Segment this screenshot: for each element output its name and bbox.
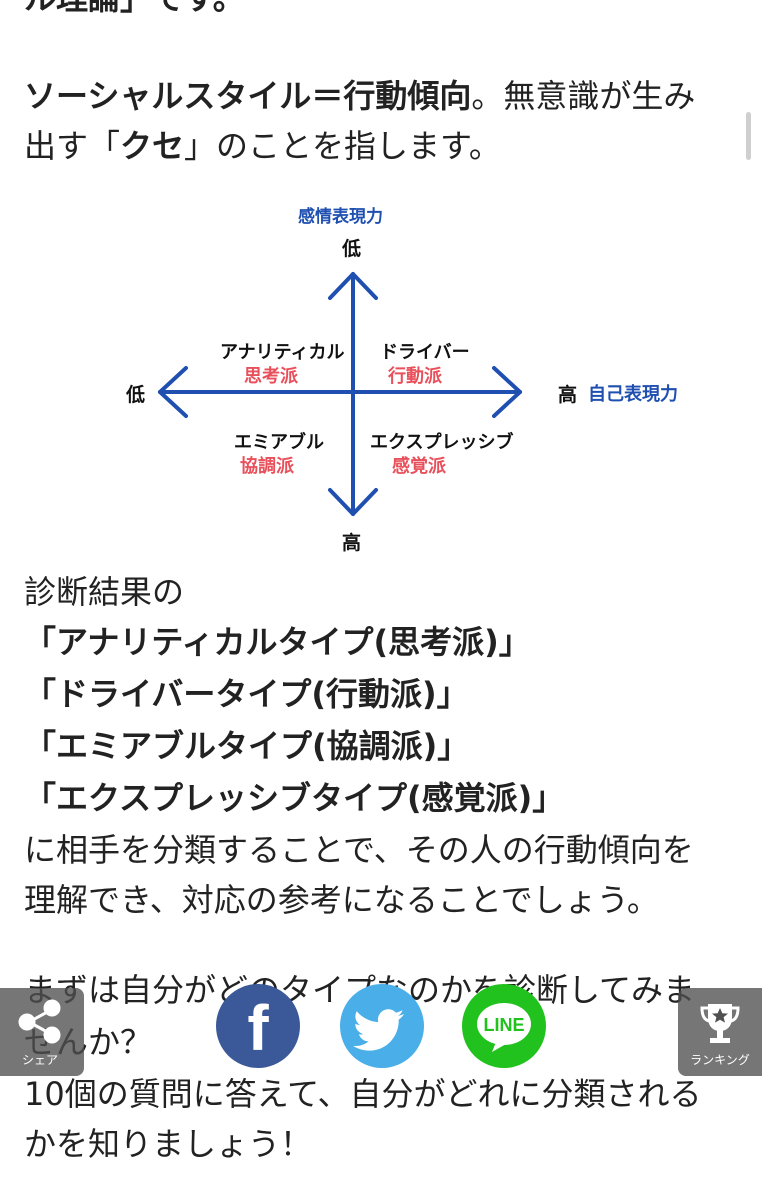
facebook-icon: f: [247, 992, 269, 1064]
explain-line-2: 理解でき、対応の参考になることでしょう。: [24, 881, 659, 919]
quadrant-top-right-sub: 行動派: [388, 366, 442, 387]
quadrant-bottom-left-name: エミアブル: [234, 432, 324, 453]
share-button[interactable]: シェア: [0, 988, 84, 1076]
share-bar: シェア f LINE ランキン: [0, 984, 762, 1076]
facebook-glyph: f: [247, 992, 269, 1064]
type-amiable: 「エミアブルタイプ(協調派)」: [24, 727, 470, 765]
quadrant-bottom-left-sub: 協調派: [240, 456, 294, 477]
scrollbar-thumb[interactable]: [746, 112, 751, 160]
intro-text: 」のことを指します。: [184, 127, 501, 165]
type-driver: 「ドライバータイプ(行動派)」: [24, 675, 469, 713]
invite-line-4: かを知りましょう！: [24, 1125, 313, 1163]
vertical-down-arrowhead: [328, 488, 378, 516]
quadrant-axes: [158, 272, 522, 516]
twitter-button[interactable]: [340, 984, 424, 1068]
vertical-axis-name: 感情表現力: [298, 207, 383, 227]
type-analytical: 「アナリティカルタイプ(思考派)」: [24, 623, 531, 661]
explain-line-1: に相手を分類することで、その人の行動傾向を: [24, 831, 694, 869]
intro-line-1: ソーシャルスタイル＝行動傾向。無意識が生み: [24, 76, 695, 116]
type-expressive: 「エクスプレッシブタイプ(感覚派)」: [24, 779, 565, 817]
intro-text: 。無意識が生み: [471, 77, 696, 115]
quadrant-bottom-right-name: エクスプレッシブ: [370, 432, 514, 453]
vertical-top-label: 低: [342, 238, 362, 260]
quadrant-top-right-name: ドライバー: [380, 342, 470, 363]
line-button[interactable]: LINE: [462, 984, 546, 1068]
facebook-button[interactable]: f: [216, 984, 300, 1068]
quadrant-bottom-right-sub: 感覚派: [392, 456, 446, 477]
social-style-diagram: 感情表現力 低 高 低 高 自己表現力 アナリティカル 思考派 ドライバー 行動…: [118, 196, 718, 556]
invite-line-3: 10個の質問に答えて、自分がどれに分類される: [24, 1075, 702, 1113]
share-label: シェア: [22, 1053, 59, 1067]
vertical-bottom-label: 高: [342, 532, 362, 554]
line-icon: LINE: [477, 1003, 531, 1052]
intro-keyword: クセ: [120, 127, 185, 165]
quadrant-top-left-name: アナリティカル: [220, 342, 345, 363]
text-line-partial: ル理論」です。: [24, 0, 245, 18]
result-intro: 診断結果の: [24, 573, 185, 611]
intro-text: 出す「: [24, 127, 121, 165]
intro-keyword: ソーシャルスタイル＝行動傾向: [24, 77, 472, 115]
vertical-up-arrowhead: [328, 272, 378, 300]
share-icon: [18, 999, 61, 1044]
horizontal-axis-name: 自己表現力: [588, 384, 678, 405]
twitter-icon: [353, 1009, 404, 1051]
horizontal-left-label: 低: [126, 384, 146, 406]
horizontal-left-arrowhead: [158, 366, 188, 418]
line-glyph: LINE: [483, 1015, 524, 1035]
intro-line-2: 出す「クセ」のことを指します。: [24, 126, 501, 166]
ranking-button[interactable]: ランキング: [678, 988, 762, 1076]
ranking-label: ランキング: [690, 1053, 750, 1067]
horizontal-right-arrowhead: [492, 366, 522, 418]
trophy-icon: [700, 1004, 740, 1043]
horizontal-right-label: 高: [558, 384, 578, 406]
quadrant-top-left-sub: 思考派: [244, 366, 298, 387]
